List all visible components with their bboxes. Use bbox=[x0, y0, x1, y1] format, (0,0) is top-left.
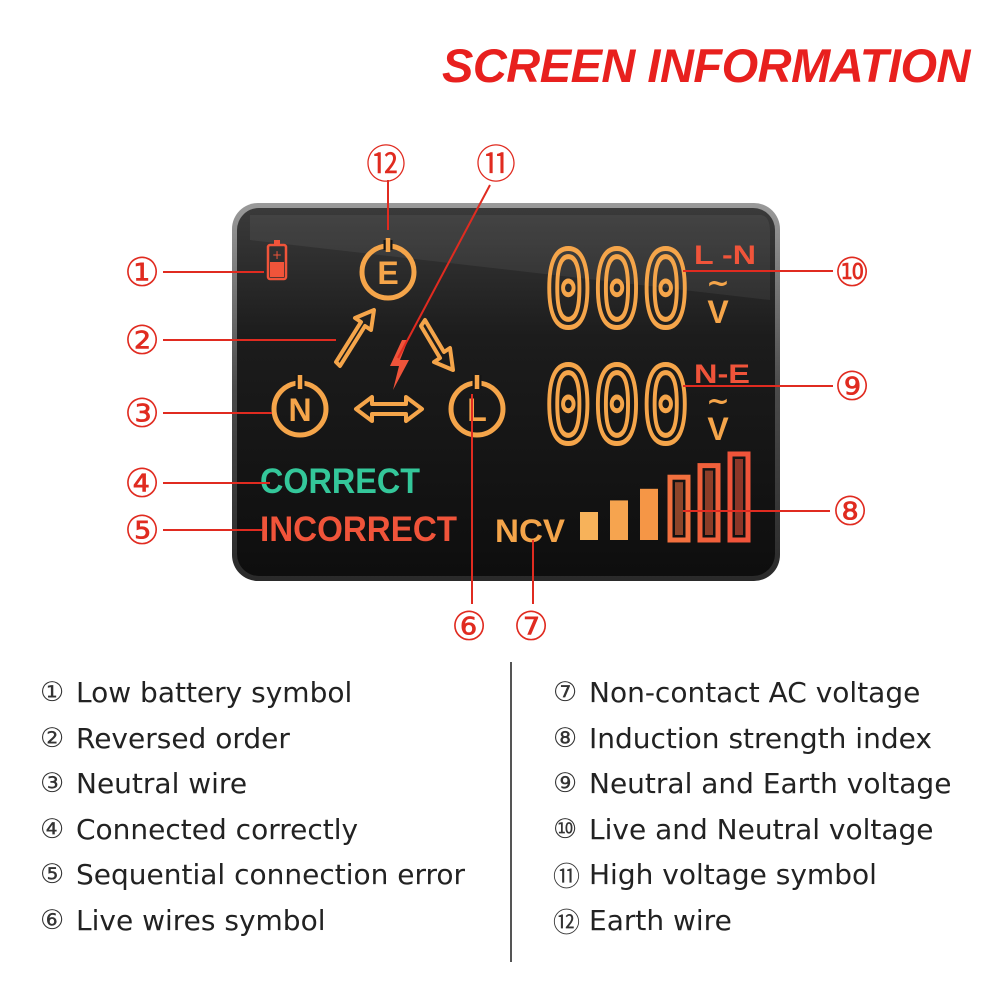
legend-text: Reversed order bbox=[76, 721, 290, 755]
low-battery-icon: + bbox=[266, 240, 288, 281]
callout-5: ⑤ bbox=[124, 508, 160, 554]
legend-text: Connected correctly bbox=[76, 812, 359, 846]
legend-item: ⑤ Sequential connection error bbox=[40, 852, 465, 898]
callout-4: ④ bbox=[124, 461, 160, 507]
legend-item: ⑥ Live wires symbol bbox=[40, 898, 465, 944]
legend-item: ⑩ Live and Neutral voltage bbox=[553, 807, 951, 853]
status-correct: CORRECT bbox=[260, 462, 420, 501]
signal-bar bbox=[697, 463, 721, 543]
legend-text: Sequential connection error bbox=[76, 858, 466, 892]
legend-text: High voltage symbol bbox=[589, 858, 877, 892]
legend-text: Low battery symbol bbox=[76, 676, 353, 710]
callout-2: ② bbox=[124, 318, 160, 364]
readout-bottom-tilde: ~ bbox=[706, 384, 729, 417]
callout-8: ⑧ bbox=[832, 489, 868, 535]
legend-number: ③ bbox=[40, 768, 65, 800]
legend-item: ③ Neutral wire bbox=[40, 761, 465, 807]
reversed-order-arrows bbox=[334, 308, 455, 423]
legend-number: ⑪ bbox=[553, 862, 580, 894]
legend-text: Live and Neutral voltage bbox=[589, 812, 934, 846]
legend-item: ① Low battery symbol bbox=[40, 670, 465, 716]
legend-item: ⑪ High voltage symbol bbox=[553, 852, 951, 898]
signal-bar bbox=[610, 500, 628, 540]
legend-number: ⑨ bbox=[553, 768, 578, 800]
legend-item: ④ Connected correctly bbox=[40, 807, 465, 853]
callout-1: ① bbox=[124, 250, 160, 296]
signal-bar-fill bbox=[735, 459, 743, 535]
signal-bar bbox=[667, 474, 691, 543]
callout-6: ⑥ bbox=[451, 604, 487, 650]
legend-number: ① bbox=[40, 677, 65, 709]
legend-text: Neutral and Earth voltage bbox=[589, 767, 952, 801]
legend-right-column: ⑦ Non-contact AC voltage ⑧ Induction stren… bbox=[553, 670, 951, 943]
legend-number: ⑧ bbox=[553, 722, 578, 754]
legend-item: ⑦ Non-contact AC voltage bbox=[553, 670, 951, 716]
earth-node-label: E bbox=[377, 255, 398, 291]
legend-number: ⑦ bbox=[553, 677, 578, 709]
legend-item: ⑨ Neutral and Earth voltage bbox=[553, 761, 951, 807]
readout-top-digits: 000 bbox=[544, 229, 690, 351]
glass-reflection bbox=[250, 215, 770, 300]
neutral-node-label: N bbox=[288, 392, 311, 428]
readout-bottom-digits: 000 bbox=[544, 345, 690, 467]
signal-bar bbox=[727, 451, 751, 543]
legend-text: Earth wire bbox=[589, 903, 732, 937]
neutral-node: N bbox=[271, 375, 329, 438]
callout-10: ⑩ bbox=[834, 250, 870, 296]
earth-node: E bbox=[359, 238, 417, 301]
legend-text: Live wires symbol bbox=[76, 903, 326, 937]
svg-text:+: + bbox=[272, 248, 282, 262]
legend-item: ⑧ Induction strength index bbox=[553, 716, 951, 762]
live-node-label: L bbox=[467, 392, 487, 428]
legend-text: Induction strength index bbox=[589, 721, 932, 755]
signal-bar bbox=[580, 512, 598, 540]
status-incorrect: INCORRECT bbox=[260, 510, 457, 549]
legend-text: Non-contact AC voltage bbox=[589, 676, 921, 710]
callout-7: ⑦ bbox=[513, 604, 549, 650]
readout-bottom-label: N-E bbox=[694, 359, 750, 389]
legend-number: ⑤ bbox=[40, 859, 65, 891]
callout-12: ⑫ bbox=[366, 142, 406, 188]
signal-bar-fill bbox=[705, 470, 713, 535]
callout-9: ⑨ bbox=[834, 364, 870, 410]
ncv-label: NCV bbox=[495, 513, 566, 549]
legend-item: ② Reversed order bbox=[40, 716, 465, 762]
legend-left-column: ① Low battery symbol ② Reversed order ③ Neu… bbox=[40, 670, 465, 943]
legend-number: ⑥ bbox=[40, 904, 65, 936]
legend-text: Neutral wire bbox=[76, 767, 248, 801]
legend-number: ⑩ bbox=[553, 813, 578, 845]
page-title: SCREEN INFORMATION bbox=[441, 39, 971, 92]
signal-bar bbox=[640, 488, 658, 540]
callout-3: ③ bbox=[124, 391, 160, 437]
legend-item: ⑫ Earth wire bbox=[553, 898, 951, 944]
signal-bar-fill bbox=[675, 482, 683, 535]
legend-number: ④ bbox=[40, 813, 65, 845]
readout-bottom-unit: V bbox=[707, 411, 729, 447]
callout-markers: ① ② ③ ④ ⑤ ⑥ ⑦ ⑧ ⑨ ⑩ ⑪ ⑫ bbox=[124, 142, 870, 650]
leader-lines bbox=[163, 180, 833, 604]
readout-top-unit: V bbox=[707, 294, 729, 330]
screen-glass bbox=[237, 208, 775, 576]
callout-11: ⑪ bbox=[476, 142, 516, 188]
screen-diagram: + E N L CORRECT INCORRECT NCV 000 L -N ~ bbox=[124, 142, 870, 650]
induction-strength-bars bbox=[580, 451, 751, 543]
legend-number: ② bbox=[40, 722, 65, 754]
legend-divider bbox=[510, 662, 512, 962]
high-voltage-icon bbox=[390, 340, 409, 390]
readout-top-tilde: ~ bbox=[706, 266, 729, 299]
readout-top-label: L -N bbox=[694, 240, 756, 270]
legend-number: ⑫ bbox=[553, 907, 580, 939]
